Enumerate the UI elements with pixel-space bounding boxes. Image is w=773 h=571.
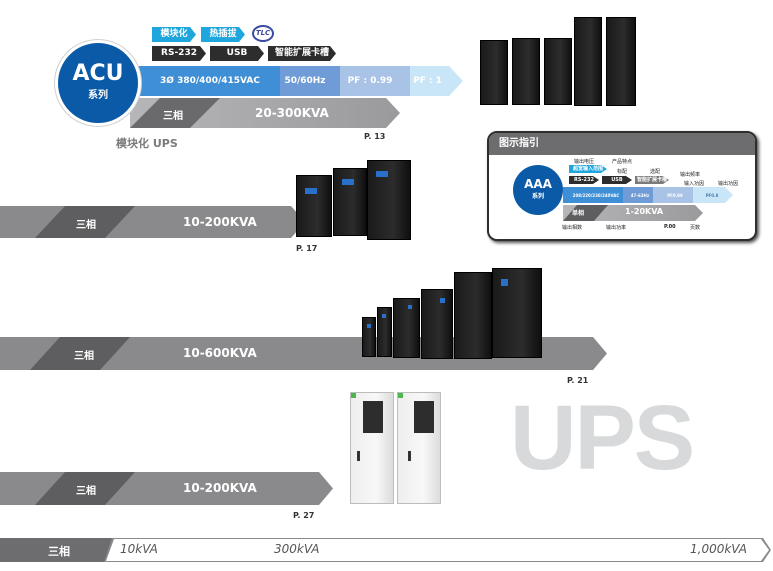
row-3-page-ref[interactable]: P. 27 <box>293 511 315 520</box>
interface-tag-smart-slot: 智能扩展卡槽 <box>268 46 336 61</box>
legend-badge-title: AAA <box>524 177 552 191</box>
row-2-phase-label: 三相 <box>74 351 94 362</box>
legend-callout-output-power: 输出功率 <box>606 225 627 231</box>
row-1-phase-label: 三相 <box>76 220 96 231</box>
tlc-logo-icon: TLC <box>252 25 274 42</box>
interface-tag-usb: USB <box>210 46 264 61</box>
legend-callout-features: 产品特点 <box>612 159 633 165</box>
interface-tag-rs232: RS-232 <box>152 46 206 61</box>
feature-tag-hotswap: 热插拔 <box>201 27 245 42</box>
legend-spec-pf-output: PF0.8 <box>705 192 719 198</box>
scale-tick-max: 1,000kVA <box>690 542 747 556</box>
scale-tick-mid: 300kVA <box>274 542 320 556</box>
spec-pf-output: PF : 1 <box>413 76 442 86</box>
scale-phase-label: 三相 <box>48 545 70 558</box>
feature-tag-modular: 模块化 <box>152 27 196 42</box>
legend-phase-label: 单相 <box>572 210 585 217</box>
spec-voltage: 3Ø 380/400/415VAC <box>160 76 260 86</box>
row-2-range-label: 10-600KVA <box>183 346 257 360</box>
spec-pf-input: PF : 0.99 <box>347 76 393 86</box>
row-3-phase-label: 三相 <box>76 486 96 497</box>
scale-track <box>106 539 769 561</box>
legend-callout-output-phase: 输出相数 <box>562 225 583 231</box>
spec-band <box>130 66 463 96</box>
legend-spec-frequency: 47-63Hz <box>630 192 650 198</box>
row-3-range-label: 10-200KVA <box>183 481 257 495</box>
legend-header: 图示指引 <box>489 133 755 155</box>
legend-tag-smart-slot: 智能扩展卡槽 <box>636 177 667 183</box>
legend-spec-voltage: 208/220/230/240VAC <box>572 192 620 198</box>
spec-frequency: 50/60Hz <box>284 76 326 86</box>
acu-series-badge: ACU 系列 <box>55 40 141 126</box>
legend-callout-output-frequency: 输出频率 <box>680 172 701 178</box>
ups-watermark: UPS <box>510 387 695 489</box>
acu-badge-subtitle: 系列 <box>88 90 108 101</box>
row-2-page-ref[interactable]: P. 21 <box>567 376 589 385</box>
legend-callout-page: 页数 <box>690 225 701 231</box>
legend-callout-output-voltage: 输出电压 <box>574 159 595 165</box>
legend-spec-pf-input: PF0.99 <box>667 192 683 198</box>
legend-feature-tag: 超宽输入范围 <box>569 165 607 173</box>
legend-callout-optional: 选配 <box>650 169 661 175</box>
legend-tag-rs232: RS-232 <box>569 176 599 184</box>
acu-range-label: 20-300KVA <box>255 106 329 120</box>
legend-callout-input-pf: 输入功因 <box>684 181 705 187</box>
acu-badge-title: ACU <box>72 61 124 86</box>
legend-page-ref: P.00 <box>664 224 676 230</box>
legend-callout-standard: 标配 <box>617 169 628 175</box>
legend-spec-band <box>563 187 733 203</box>
legend-panel: 图示指引 <box>487 131 757 241</box>
acu-page-ref[interactable]: P. 13 <box>364 132 386 141</box>
row-1-range-label: 10-200KVA <box>183 215 257 229</box>
acu-phase-label: 三相 <box>163 111 183 122</box>
legend-badge: AAA 系列 <box>513 165 563 215</box>
scale-phase-block <box>0 538 112 562</box>
scale-tick-min: 10kVA <box>120 542 158 556</box>
legend-badge-subtitle: 系列 <box>531 193 544 200</box>
acu-caption: 模块化 UPS <box>116 137 178 150</box>
legend-tag-usb: USB <box>602 176 632 184</box>
legend-phase-block <box>563 205 608 221</box>
row-1-page-ref[interactable]: P. 17 <box>296 244 318 253</box>
legend-range-label: 1-20KVA <box>625 207 664 216</box>
legend-callout-output-pf: 输出功因 <box>718 181 739 187</box>
